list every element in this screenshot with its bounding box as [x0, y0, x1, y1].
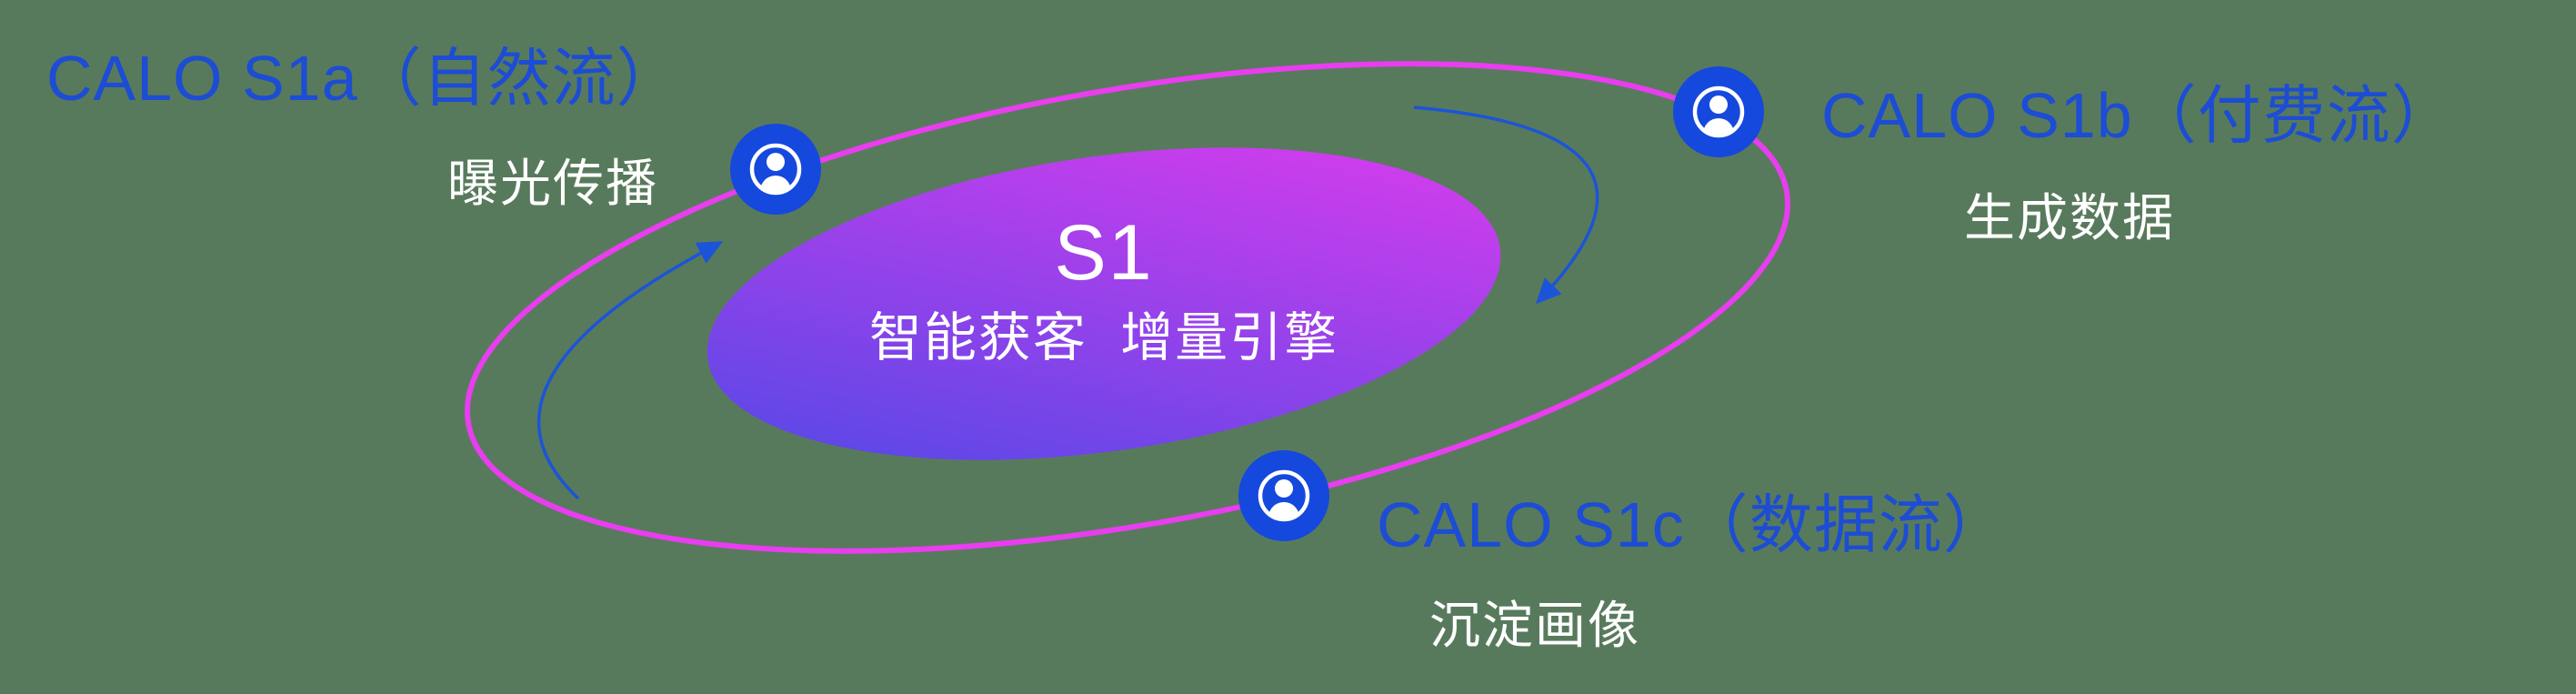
user-icon: [749, 143, 802, 196]
core-text: S1 智能获客 增量引擎: [869, 214, 1338, 365]
sublabel-s1b: 生成数据: [1964, 189, 2175, 246]
sublabel-s1a: 曝光传播: [447, 155, 658, 212]
label-s1c: CALO S1c（数据流）: [1377, 489, 2008, 560]
sublabel-s1c: 沉淀画像: [1429, 597, 1640, 654]
label-s1b: CALO S1b（付费流）: [1821, 80, 2456, 151]
flow-arrow-left: [536, 241, 724, 500]
core-subtitle: 智能获客 增量引擎: [868, 308, 1339, 367]
orbit-ring: [464, 61, 1791, 554]
core-title: S1: [1054, 209, 1154, 297]
user-icon: [1258, 469, 1310, 522]
user-icon: [1692, 85, 1745, 138]
node-s1a: [730, 124, 821, 215]
flow-arrow-right: [1413, 106, 1599, 305]
node-s1b: [1673, 66, 1764, 157]
label-s1a: CALO S1a（自然流）: [46, 43, 681, 114]
node-s1c: [1238, 450, 1329, 541]
core-ellipse: [707, 147, 1501, 460]
